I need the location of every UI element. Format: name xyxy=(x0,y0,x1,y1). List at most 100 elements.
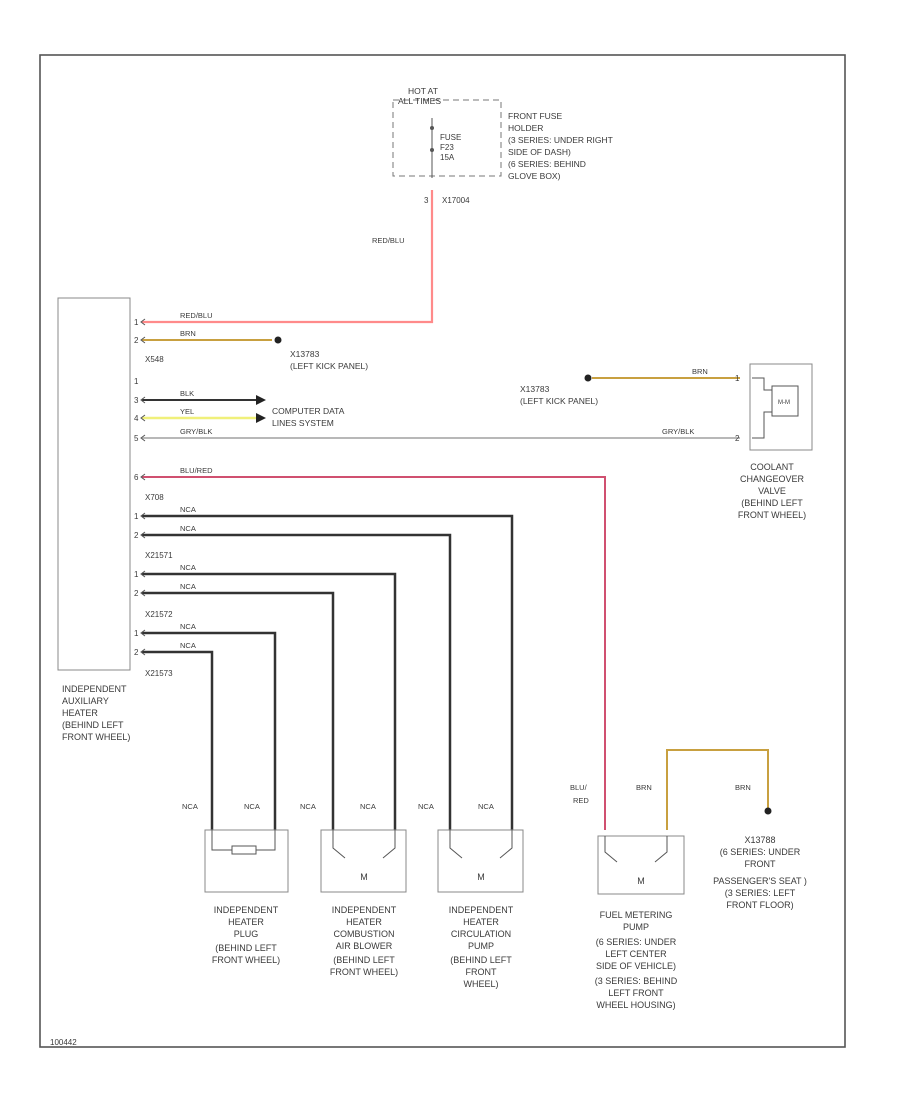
metering-caption-1: FUEL METERING xyxy=(600,910,673,920)
wire-label: NCA xyxy=(180,641,196,650)
metering-caption-5: SIDE OF VEHICLE) xyxy=(596,961,676,971)
heater-plug: NCA NCA INDEPENDENT HEATER PLUG (BEHIND … xyxy=(182,802,289,965)
ground-left-2-loc: (LEFT KICK PANEL) xyxy=(520,396,598,406)
fuse-label-line1: FUSE xyxy=(440,133,461,142)
ground-left-1-loc: (LEFT KICK PANEL) xyxy=(290,361,368,371)
pin-label: 1 xyxy=(134,512,139,521)
blower-caption-2: HEATER xyxy=(346,917,382,927)
metering-internal xyxy=(654,836,668,863)
pin-label: 2 xyxy=(134,648,139,657)
pin-ticks xyxy=(140,318,146,656)
pump-caption-7: WHEEL) xyxy=(463,979,498,989)
wire-nca-blower-a xyxy=(142,572,397,830)
wire-brn-pump-ground xyxy=(666,749,769,830)
plug-caption-5: FRONT WHEEL) xyxy=(212,955,280,965)
valve-symbol: M-M xyxy=(778,400,790,406)
pump-internal xyxy=(449,830,463,859)
data-lines: COMPUTER DATA LINES SYSTEM xyxy=(256,395,345,428)
blower-caption-5: (BEHIND LEFT xyxy=(333,955,395,965)
circulation-pump: NCA NCA M INDEPENDENT HEATER CIRCULATION… xyxy=(418,802,524,989)
pump-caption-4: PUMP xyxy=(468,941,494,951)
wire-nca-plug-a xyxy=(142,631,277,830)
pin-label: 5 xyxy=(134,434,139,443)
valve-caption-3: VALVE xyxy=(758,486,786,496)
blower-caption-1: INDEPENDENT xyxy=(332,905,397,915)
ground-right-5: (3 SERIES: LEFT xyxy=(725,888,796,898)
pump-caption-6: FRONT xyxy=(466,967,497,977)
plug-box xyxy=(204,829,289,893)
fuse-holder-box xyxy=(392,99,502,177)
module-caption-5: FRONT WHEEL) xyxy=(62,732,130,742)
ground-right-3: FRONT xyxy=(745,859,776,869)
pump-caption-2: HEATER xyxy=(463,917,499,927)
pin-mark xyxy=(140,434,146,442)
connector-x21573: X21573 xyxy=(145,669,173,678)
blower-motor-mark: M xyxy=(360,872,368,882)
wire-label: NCA xyxy=(180,582,196,591)
pin-mark xyxy=(140,512,146,520)
wire-power-feed xyxy=(142,190,434,324)
ground-right-2: (6 SERIES: UNDER xyxy=(720,847,801,857)
ground-left-2-id: X13783 xyxy=(520,384,550,394)
ground-right-6: FRONT FLOOR) xyxy=(726,900,793,910)
plug-caption-2: HEATER xyxy=(228,917,264,927)
wire-label: YEL xyxy=(180,407,194,416)
pin-mark xyxy=(140,473,146,481)
pump-motor-mark: M xyxy=(477,872,485,882)
wire-label: BLK xyxy=(180,389,194,398)
pump-wire-left: NCA xyxy=(418,802,434,811)
pin-mark xyxy=(140,414,146,422)
valve-caption-5: FRONT WHEEL) xyxy=(738,510,806,520)
ground-right-4: PASSENGER'S SEAT ) xyxy=(713,876,807,886)
pump-caption-3: CIRCULATION xyxy=(451,929,511,939)
module-pin-labels: 1 RED/BLU 2 BRN 1 3 BLK 4 YEL 5 GRY/BLK … xyxy=(134,311,213,657)
metering-ground-wire: BRN xyxy=(735,783,751,792)
fuse-pin: 3 xyxy=(424,196,429,205)
metering-caption-3: (6 SERIES: UNDER xyxy=(596,937,677,947)
metering-caption-6: (3 SERIES: BEHIND xyxy=(595,976,678,986)
fuse-desc-5: (6 SERIES: BEHIND xyxy=(508,159,586,169)
connector-x21571: X21571 xyxy=(145,551,173,560)
pin-mark xyxy=(140,570,146,578)
plug-wire-left: NCA xyxy=(182,802,198,811)
diagram-frame xyxy=(39,54,846,1048)
metering-box xyxy=(597,835,685,895)
fuse-connector: X17004 xyxy=(442,196,470,205)
ground-right: X13788 (6 SERIES: UNDER FRONT PASSENGER'… xyxy=(713,835,807,910)
blower-wire-right: NCA xyxy=(360,802,376,811)
fuse-desc-4: SIDE OF DASH) xyxy=(508,147,571,157)
fuse-desc-6: GLOVE BOX) xyxy=(508,171,561,181)
wire-nca-pump-a xyxy=(142,514,514,830)
diagram-id: 100442 xyxy=(50,1038,77,1047)
valve-coil-wire xyxy=(752,377,772,391)
blower-box xyxy=(320,829,407,893)
pin-mark xyxy=(140,589,146,597)
connector-x708: X708 xyxy=(145,493,164,502)
module-pin-wires xyxy=(142,339,740,830)
pin-label: 4 xyxy=(134,414,139,423)
fuel-metering-pump: BLU/ RED BRN BRN M FUEL METERING PUMP (6… xyxy=(570,749,772,1010)
fuse-holder: HOT AT ALL TIMES FUSE F23 15A FRONT FUSE… xyxy=(372,86,613,245)
blower-wire-left: NCA xyxy=(300,802,316,811)
pin-mark xyxy=(140,629,146,637)
pin-mark xyxy=(140,531,146,539)
glow-plug-icon xyxy=(231,845,257,855)
wire-label: NCA xyxy=(180,622,196,631)
ground-point-icon xyxy=(584,374,592,382)
wire-label: RED/BLU xyxy=(180,311,213,320)
module-caption-3: HEATER xyxy=(62,708,98,718)
plug-caption-3: PLUG xyxy=(234,929,259,939)
blower-caption-3: COMBUSTION xyxy=(333,929,394,939)
valve-coil-wire xyxy=(752,411,772,439)
pin-label: 1 xyxy=(134,629,139,638)
metering-caption-2: PUMP xyxy=(623,922,649,932)
pump-internal xyxy=(499,830,513,859)
valve-bottom-wire: GRY/BLK xyxy=(662,427,694,436)
data-lines-label-1: COMPUTER DATA xyxy=(272,406,345,416)
valve-caption-2: CHANGEOVER xyxy=(740,474,805,484)
pin-mark xyxy=(140,396,146,404)
data-lines-label-2: LINES SYSTEM xyxy=(272,418,334,428)
pin-label: 6 xyxy=(134,473,139,482)
plug-wire-right: NCA xyxy=(244,802,260,811)
